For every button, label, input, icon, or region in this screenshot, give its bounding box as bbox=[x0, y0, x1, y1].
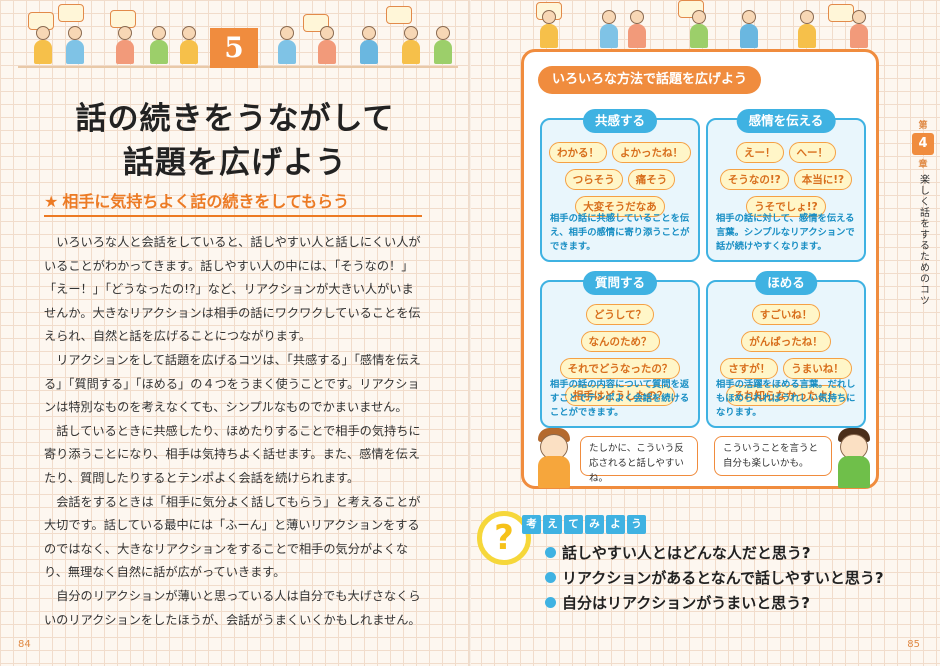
page-number-right: 85 bbox=[907, 639, 920, 650]
question-mark-icon: ? bbox=[477, 511, 531, 565]
card-description: 相手の話の内容について質問を返すことでテンポよく会話を続けることができます。 bbox=[550, 379, 690, 418]
bullet-icon bbox=[545, 572, 556, 583]
question-item: リアクションがあるとなんで話しやすいと思う? bbox=[545, 566, 885, 591]
star-icon: ★ bbox=[44, 192, 59, 211]
card-ask-questions: 質問する どうして？ なんのため？ それでどうなったの？ 相手はどうしたの？ 相… bbox=[540, 271, 700, 428]
paragraph: 会話をするときは「相手に気分よく話してもらう」と考えることが大切です。話している… bbox=[44, 494, 421, 580]
boy-character-illustration bbox=[836, 428, 872, 488]
chip-list: わかる！ よかったね！ つらそう 痛そう 大変そうだなあ bbox=[548, 142, 692, 217]
question-item: 自分はリアクションがうまいと思う? bbox=[545, 591, 885, 616]
speech-bubble-right: こういうことを言うと自分も楽しいかも。 bbox=[714, 436, 832, 476]
subtitle-text: 相手に気持ちよく話の続きをしてもらう bbox=[62, 192, 350, 211]
paragraph: いろいろな人と会話をしていると、話しやすい人と話しにくい人がいることがわかってき… bbox=[44, 235, 421, 344]
chapter-prefix: 第 bbox=[918, 121, 928, 131]
reaction-chip: がんばったね！ bbox=[741, 331, 831, 352]
page-title-line2: 話題を広げよう bbox=[123, 145, 347, 181]
think-about-it-label: 考 え て み よ う bbox=[522, 515, 646, 534]
page-title-line1: 話の続きをうながして bbox=[75, 101, 395, 137]
reaction-chip: 相手はどうしたの？ bbox=[564, 385, 676, 406]
reaction-chip: 大変そうだなあ bbox=[575, 196, 665, 217]
card-description: 相手の活躍をほめる言葉。だれしもほめられればうれしい気持ちになります。 bbox=[716, 379, 856, 418]
bullet-icon bbox=[545, 597, 556, 608]
reaction-chip: さすが！ bbox=[720, 358, 779, 379]
chapter-number: 4 bbox=[912, 133, 934, 155]
paragraph: 話しているときに共感したり、ほめたりすることで相手の気持ちに寄り添うことになり、… bbox=[44, 423, 421, 485]
header-illustration-left bbox=[18, 0, 458, 70]
card-empathize: 共感する わかる！ よかったね！ つらそう 痛そう 大変そうだなあ 相手の話に共… bbox=[540, 109, 700, 262]
chip-list: どうして？ なんのため？ それでどうなったの？ 相手はどうしたの？ bbox=[548, 304, 692, 406]
section-number-badge: 5 bbox=[210, 28, 258, 68]
card-express-feelings: 感情を伝える えー！ へー！ そうなの!? 本当に!? うそでしょ!? 相手の話… bbox=[706, 109, 866, 262]
label-char: え bbox=[543, 515, 562, 534]
question-item: 話しやすい人とはどんな人だと思う? bbox=[545, 541, 885, 566]
card-praise: ほめる すごいね！ がんばったね！ さすが！ うまいね！ それ知らなかったよ！ … bbox=[706, 271, 866, 428]
reaction-chip: うまいね！ bbox=[783, 358, 852, 379]
card-title: 共感する bbox=[582, 109, 658, 133]
reaction-chip: つらそう bbox=[564, 169, 623, 190]
card-description: 相手の話に対して、感情を伝える言葉。シンプルなリアクションで話が続けやすくなりま… bbox=[716, 213, 855, 252]
question-text: 自分はリアクションがうまいと思う? bbox=[562, 594, 810, 612]
chapter-side-tab: 第 4 章 楽しく話をするためのコツ bbox=[910, 118, 936, 306]
speech-bubble-left: たしかに、こういう反応されると話しやすいね。 bbox=[580, 436, 698, 484]
header-illustration-right bbox=[528, 0, 882, 50]
card-title: ほめる bbox=[755, 271, 817, 295]
label-char: み bbox=[585, 515, 604, 534]
body-text: いろいろな人と会話をしていると、話しやすい人と話しにくい人がいることがわかってき… bbox=[44, 231, 422, 632]
girl-character-illustration bbox=[536, 428, 572, 488]
reaction-chip: 痛そう bbox=[627, 169, 676, 190]
reaction-chip: それでどうなったの？ bbox=[559, 358, 681, 379]
reaction-chip: へー！ bbox=[788, 142, 836, 163]
reaction-chip: 本当に!? bbox=[793, 169, 853, 190]
panel-title: いろいろな方法で話題を広げよう bbox=[538, 66, 762, 94]
reaction-chip: よかったね！ bbox=[612, 142, 691, 163]
card-title: 質問する bbox=[582, 271, 658, 295]
paragraph: リアクションをして話題を広げるコツは、「共感する」「感情を伝える」「質問する」「… bbox=[44, 352, 421, 415]
question-text: リアクションがあるとなんで話しやすいと思う? bbox=[562, 569, 884, 587]
section-subtitle: ★相手に気持ちよく話の続きをしてもらう bbox=[44, 191, 422, 217]
label-char: よ bbox=[606, 515, 625, 534]
label-char: う bbox=[627, 515, 646, 534]
question-text: 話しやすい人とはどんな人だと思う? bbox=[562, 544, 811, 562]
reaction-chip: うそでしょ!? bbox=[746, 196, 826, 217]
label-char: 考 bbox=[522, 515, 541, 534]
label-char: て bbox=[564, 515, 583, 534]
card-description: 相手の話に共感していることを伝え、相手の感情に寄り添うことができます。 bbox=[550, 213, 690, 252]
reaction-chip: すごいね！ bbox=[751, 304, 821, 325]
chapter-suffix: 章 bbox=[918, 160, 928, 170]
bullet-icon bbox=[545, 547, 556, 558]
reaction-chip: それ知らなかったよ！ bbox=[725, 385, 847, 406]
page-spine bbox=[469, 0, 471, 666]
reaction-chip: なんのため？ bbox=[580, 331, 660, 352]
reaction-methods-panel: いろいろな方法で話題を広げよう 共感する わかる！ よかったね！ つらそう 痛そ… bbox=[521, 49, 879, 489]
page-number-left: 84 bbox=[18, 639, 31, 650]
chapter-label: 楽しく話をするためのコツ bbox=[917, 174, 929, 306]
reaction-chip: えー！ bbox=[736, 142, 784, 163]
card-title: 感情を伝える bbox=[736, 109, 836, 133]
chip-list: えー！ へー！ そうなの!? 本当に!? うそでしょ!? bbox=[714, 142, 858, 217]
chip-list: すごいね！ がんばったね！ さすが！ うまいね！ それ知らなかったよ！ bbox=[714, 304, 858, 406]
paragraph: 自分のリアクションが薄いと思っている人は自分でも大げさなくらいのリアクションをし… bbox=[44, 588, 421, 627]
question-list: 話しやすい人とはどんな人だと思う? リアクションがあるとなんで話しやすいと思う?… bbox=[545, 541, 885, 616]
reaction-chip: そうなの!? bbox=[719, 169, 789, 190]
reaction-chip: どうして？ bbox=[585, 304, 655, 325]
reaction-chip: わかる！ bbox=[549, 142, 607, 163]
